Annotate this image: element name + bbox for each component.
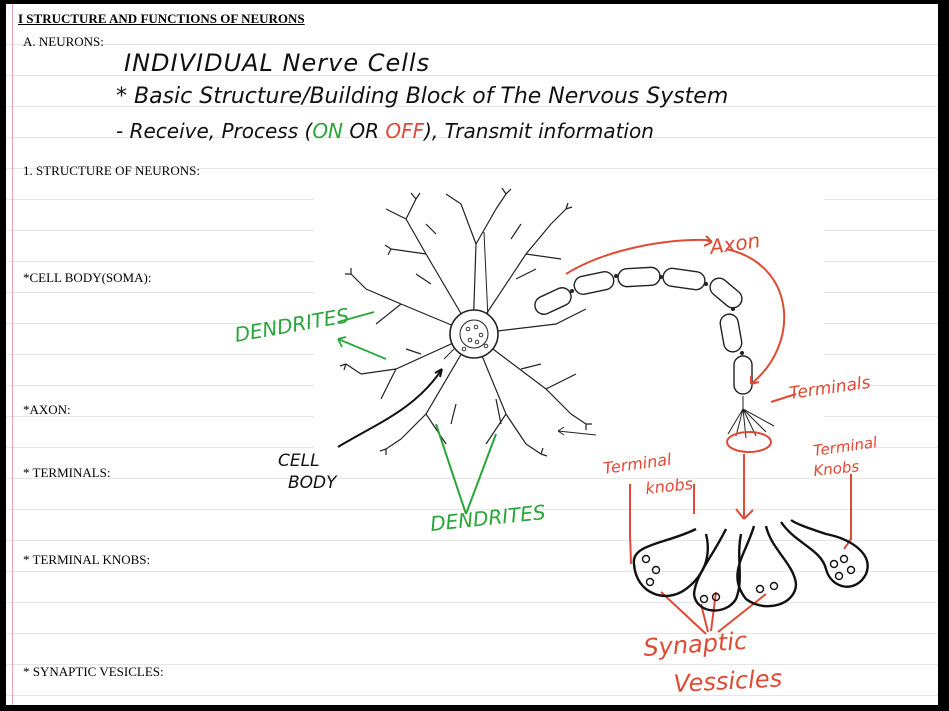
cell-body-label-1: CELL bbox=[278, 451, 320, 471]
soma-circle bbox=[450, 310, 498, 358]
dendrites-bottom-label: DENDRITES bbox=[429, 500, 547, 536]
knob-left-line bbox=[630, 484, 631, 564]
knob-3 bbox=[737, 526, 796, 606]
synaptic-label-2: Vessicles bbox=[673, 664, 783, 698]
neuron-diagram: DENDRITES DENDRITES CELL BODY Axon Termi… bbox=[6, 4, 938, 705]
knob-right-line bbox=[844, 474, 851, 549]
terminal-knobs-right-2: Knobs bbox=[813, 457, 861, 480]
worksheet-page: I STRUCTURE AND FUNCTIONS OF NEURONS A. … bbox=[6, 4, 938, 705]
terminal-knobs-left-2: knobs bbox=[644, 474, 693, 498]
terminal-knobs-drawing bbox=[634, 520, 868, 610]
diagram-background bbox=[314, 184, 824, 474]
synaptic-label-1: Synaptic bbox=[642, 627, 748, 662]
cell-body-label-2: BODY bbox=[288, 473, 338, 493]
